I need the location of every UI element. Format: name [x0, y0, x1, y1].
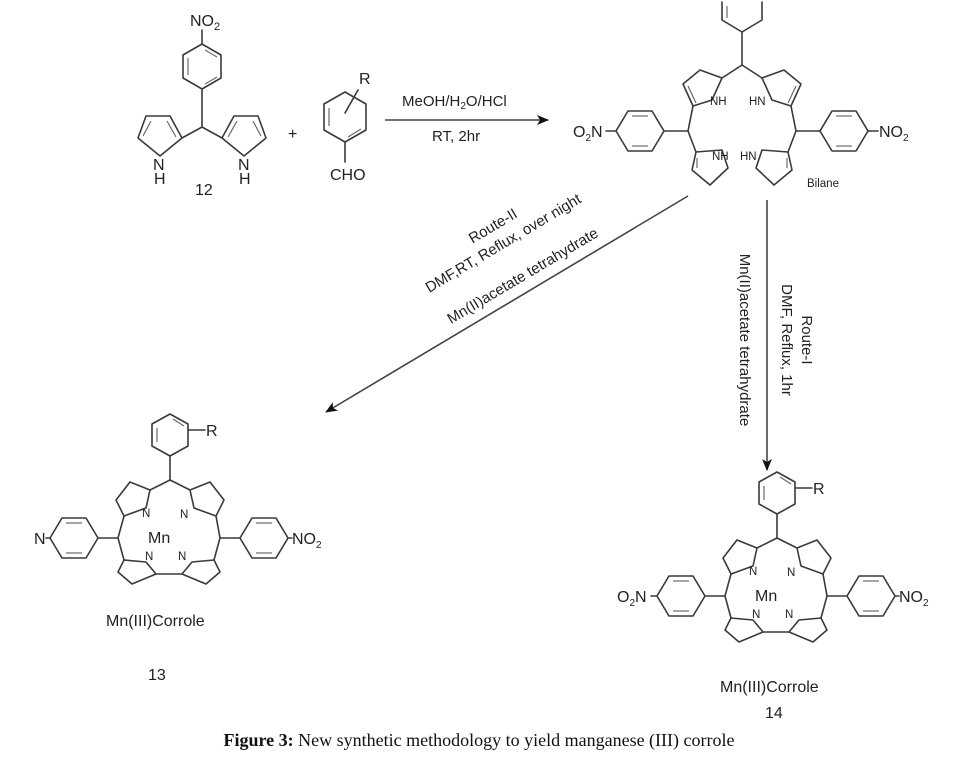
- route1-reagent: Mn(II)acetate tetrahydrate: [736, 254, 753, 427]
- caption-label: Figure 3:: [223, 730, 294, 750]
- product13-name: Mn(III)Corrole: [106, 613, 205, 630]
- n-label: N: [178, 551, 186, 563]
- right-nitro: NO2: [899, 589, 929, 609]
- mn-corrole-14: R N N N N Mn O2N NO2 Mn(III)Corrole 14: [617, 471, 929, 722]
- cho-label: CHO: [330, 167, 366, 184]
- bilane: NH HN O2N NO2 NH HN Bilane: [573, 1, 909, 190]
- pyrrole-ring: [221, 115, 267, 157]
- h-label: H: [239, 171, 251, 188]
- nh-label: N: [238, 157, 250, 174]
- nh-label: N: [153, 157, 165, 174]
- n-label: N: [145, 551, 153, 563]
- r-substituent: R: [206, 423, 218, 440]
- hn-label: HN: [740, 151, 757, 163]
- dipyrromethane-12: NO2 N H N H 12: [137, 13, 267, 199]
- compound-number-14: 14: [765, 705, 783, 722]
- product14-name: Mn(III)Corrole: [720, 679, 819, 696]
- right-nitro: NO2: [292, 531, 322, 551]
- n-label: N: [752, 609, 760, 621]
- hn-label: HN: [749, 96, 766, 108]
- n-label: N: [787, 567, 795, 579]
- n-label: N: [785, 609, 793, 621]
- pyrrole-ring: [137, 115, 183, 157]
- step1-reagents: MeOH/H2O/HCl: [402, 93, 507, 112]
- left-n-label: N: [34, 531, 46, 548]
- subscript: 2: [214, 21, 220, 33]
- route1-title: Route-I: [798, 315, 815, 364]
- benzene-ring: [819, 110, 869, 152]
- benzene-ring: [49, 517, 99, 559]
- benzene-ring: [323, 91, 367, 143]
- n-label: N: [142, 508, 150, 520]
- n-label: N: [180, 509, 188, 521]
- benzene-ring: [615, 110, 665, 152]
- route1-conditions: DMF, Reflux, 1hr: [778, 284, 795, 396]
- mn-label: Mn: [148, 530, 170, 547]
- caption-text: New synthetic methodology to yield manga…: [298, 730, 735, 750]
- bilane-right-nitro: NO2: [879, 124, 909, 144]
- benzene-ring: [846, 575, 896, 617]
- benzene-ring: [656, 575, 706, 617]
- route2-arrow: Route-II DMF,RT, Reflux, over night Mn(I…: [325, 190, 689, 413]
- mn-label: Mn: [755, 588, 777, 605]
- nh-label: NH: [710, 96, 727, 108]
- benzene-ring: [182, 43, 222, 90]
- bilane-label: Bilane: [807, 178, 839, 190]
- mn-corrole-13: R N N N N Mn N NO2 Mn(III)Corrole 13: [34, 413, 322, 684]
- step1-conditions: RT, 2hr: [432, 128, 480, 145]
- nh-label: NH: [712, 151, 729, 163]
- figure-caption: Figure 3: New synthetic methodology to y…: [0, 730, 958, 751]
- bilane-left-nitro: O2N: [573, 124, 603, 144]
- nitro-group-label: NO2: [190, 13, 220, 33]
- r-substituent: R: [359, 71, 371, 88]
- h-label: H: [154, 171, 166, 188]
- benzene-ring: [239, 517, 289, 559]
- r-substituent: R: [813, 481, 825, 498]
- compound-number-12: 12: [195, 182, 213, 199]
- compound-number-13: 13: [148, 667, 166, 684]
- n-label: N: [749, 566, 757, 578]
- route1-arrow: Mn(II)acetate tetrahydrate Route-I DMF, …: [736, 200, 815, 471]
- left-nitro: O2N: [617, 589, 647, 609]
- benzaldehyde: R CHO: [323, 71, 371, 184]
- plus-sign: +: [288, 126, 297, 143]
- step1-arrow: MeOH/H2O/HCl RT, 2hr: [385, 93, 549, 145]
